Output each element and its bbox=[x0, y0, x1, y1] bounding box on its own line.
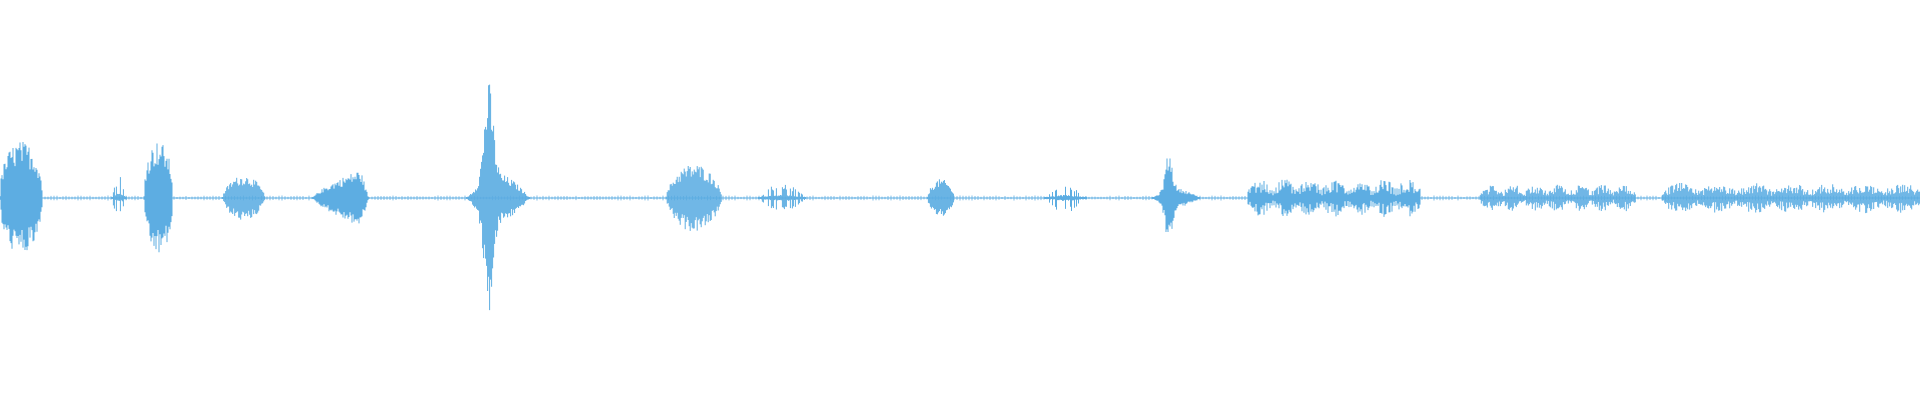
waveform-bars bbox=[0, 84, 1920, 311]
